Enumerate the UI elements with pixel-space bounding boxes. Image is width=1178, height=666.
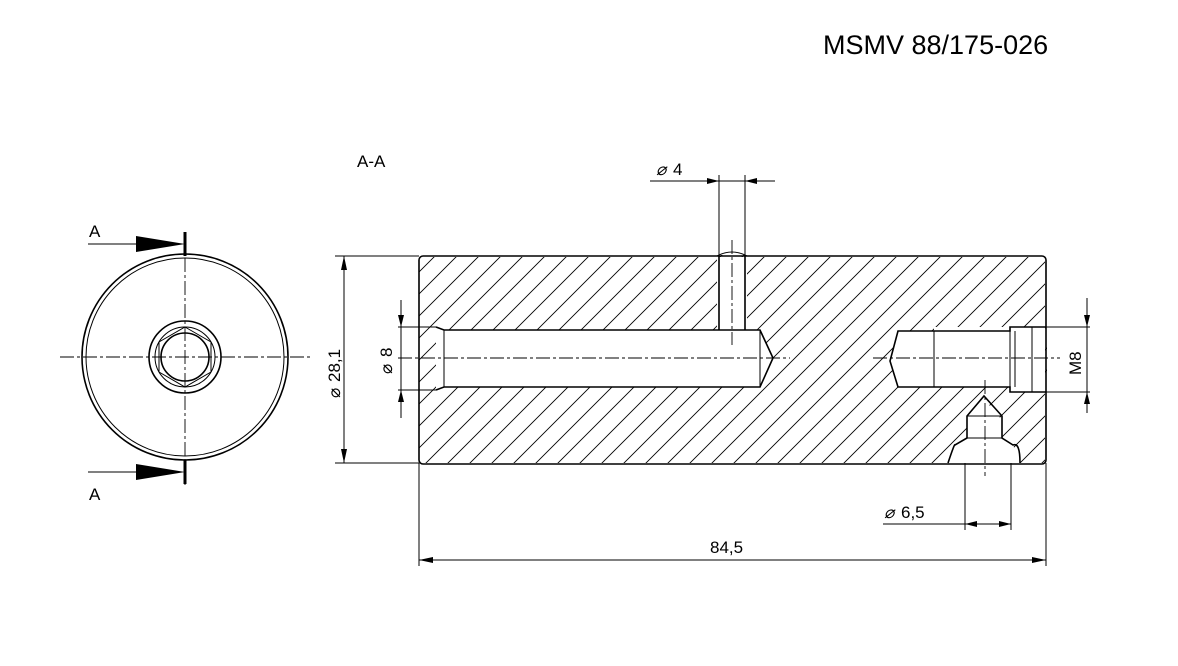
dim-outer-diameter-symbol: ⌀ [325,388,344,398]
hatch-line [419,255,464,463]
dim-bore-diameter: 8 [377,348,396,357]
body-outline [418,255,1047,465]
dim-outer-diameter: 28,1 [325,349,344,382]
section-label: A-A [357,152,386,171]
section-view [398,240,1090,476]
section-marker-top-label: A [89,222,101,241]
hatch-line [704,255,926,463]
hatch-line [1034,255,1047,463]
hatch-line [968,255,1047,463]
dim-thread: M8 [1066,351,1085,375]
hatch-line [1012,255,1047,463]
cross-hole [718,256,746,330]
side-hole [947,394,1021,464]
section-marker-bottom-label: A [89,485,101,504]
main-bore [435,326,774,391]
dim-bore-diameter-symbol: ⌀ [377,364,396,374]
dimensions: ⌀ 4 ⌀ 28,1 ⌀ 8 M8 [325,160,1090,566]
hatch-line [726,255,948,463]
dim-side-hole-symbol: ⌀ [884,503,896,522]
hatch-line [419,255,486,463]
end-view: A A [60,222,310,504]
hatch-line [990,255,1047,463]
hatch-line [419,255,420,463]
dim-cross-hole-symbol: ⌀ [656,160,668,179]
hatch-line [419,255,530,463]
section-arrow-top [136,236,185,252]
part-number: MSMV 88/175-026 [823,30,1048,60]
dim-cross-hole: 4 [673,160,682,179]
threaded-hole [889,326,1046,393]
hatch-line [682,255,904,463]
section-arrow-bottom [136,464,185,480]
hatch-line [419,255,508,463]
dim-side-hole: 6,5 [901,503,925,522]
hatch-line [748,255,970,463]
dim-length: 84,5 [710,538,743,557]
hatch-line [770,255,992,463]
section-hatching [419,255,1047,463]
